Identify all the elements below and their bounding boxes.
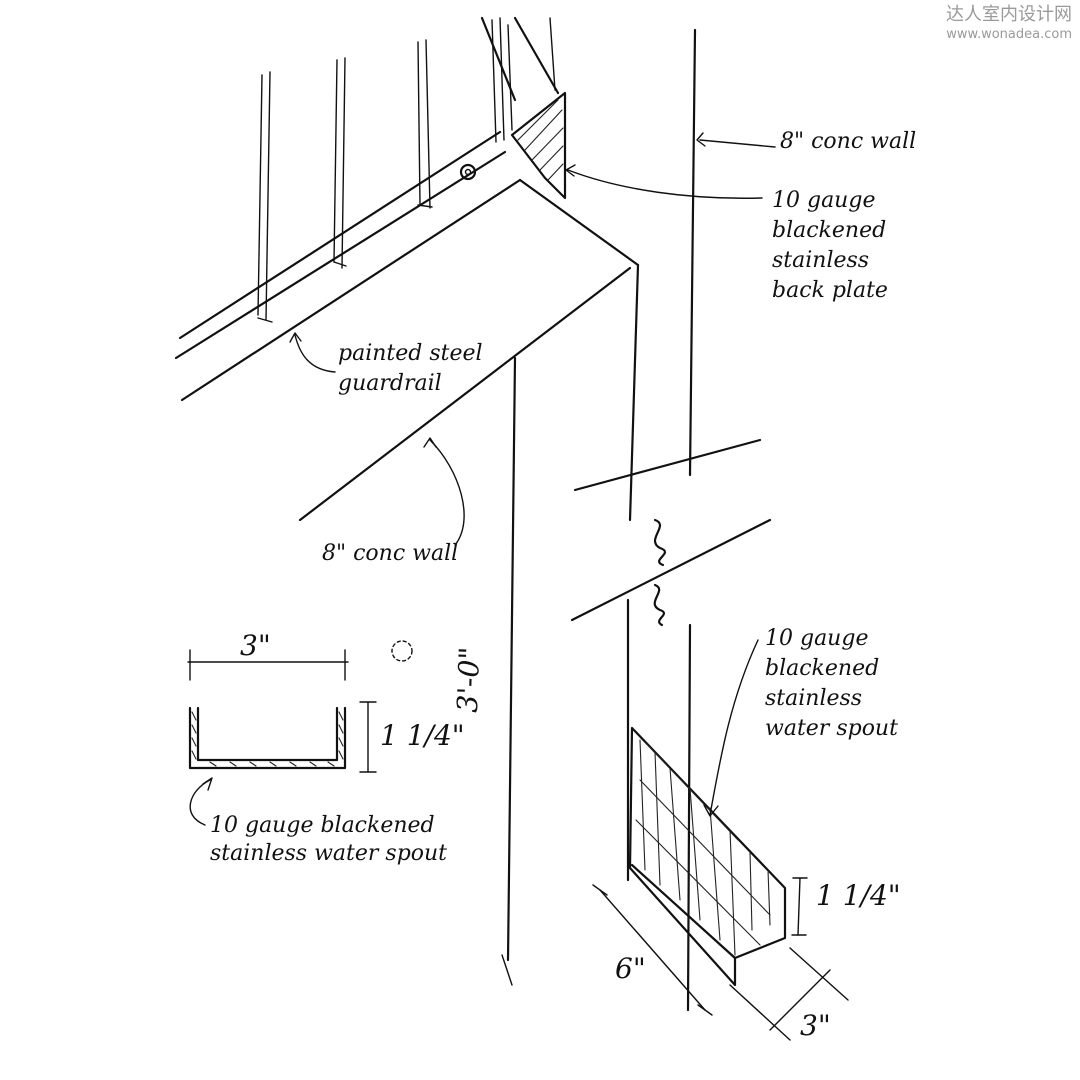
- label-back-plate-1: 10 gauge: [772, 188, 875, 213]
- dim-wall-height: 3'-0": [451, 646, 486, 713]
- label-spout-2: blackened: [765, 656, 879, 681]
- concrete-wall: [298, 16, 697, 1012]
- guardrail-rail: [174, 130, 522, 402]
- label-spout-1: 10 gauge: [765, 626, 868, 651]
- guardrail-pickets: [257, 17, 513, 321]
- back-plate: [510, 91, 640, 267]
- leaders: [189, 132, 776, 826]
- label-back-plate-3: stainless: [772, 248, 869, 273]
- dim-spout-height: 1 1/4": [816, 879, 901, 912]
- label-spout-4: water spout: [765, 716, 898, 741]
- label-guardrail-2: guardrail: [338, 371, 442, 396]
- water-spout: [628, 726, 787, 987]
- dim-spout-width: 3": [800, 1009, 831, 1042]
- dim-section-width: 3": [240, 629, 271, 662]
- break-lines: [570, 438, 772, 627]
- label-spout-3: stainless: [765, 686, 862, 711]
- label-guardrail-1: painted steel: [338, 341, 483, 366]
- label-wall-top: 8" conc wall: [780, 129, 916, 154]
- dimension-lines: [592, 877, 849, 1041]
- label-back-plate-2: blackened: [772, 218, 886, 243]
- dim-section-height: 1 1/4": [380, 719, 465, 752]
- label-back-plate-4: back plate: [772, 278, 888, 303]
- label-section-2: stainless water spout: [210, 841, 447, 866]
- watermark-url: www.wonadea.com: [946, 27, 1072, 42]
- section-profile: [187, 640, 413, 773]
- label-section-1: 10 gauge blackened: [210, 813, 435, 838]
- dim-spout-length: 6": [615, 952, 646, 985]
- watermark-title: 达人室内设计网: [946, 4, 1072, 25]
- label-wall-left: 8" conc wall: [322, 541, 458, 566]
